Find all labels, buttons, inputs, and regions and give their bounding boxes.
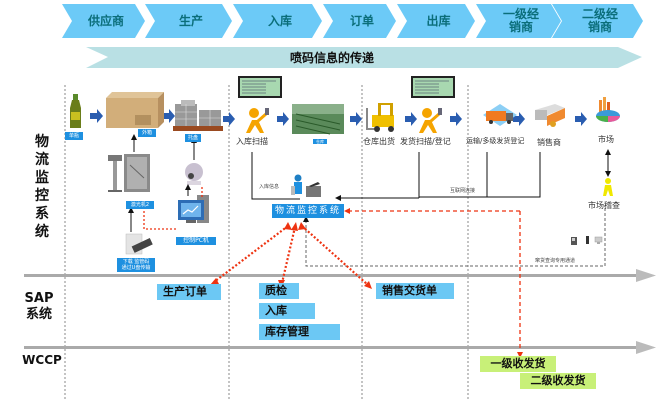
pc-link-line [143, 185, 203, 230]
lane-dividers [24, 269, 656, 354]
banner-title: 喷码信息的传递 [289, 51, 374, 65]
scanner-person-icon [419, 108, 442, 133]
chevron-level2 [552, 4, 643, 38]
bottle-icon [70, 94, 81, 128]
lane-label-logistics: 物 流 监 控 系 统 [35, 134, 49, 240]
handheld-screen-icon [411, 76, 455, 98]
sap-link-arrows [210, 222, 372, 289]
caption-transport-register: 运输/多级发货登记 [466, 137, 525, 145]
wccp-level2-shipping[interactable]: 二级收发货 [520, 373, 596, 389]
stage-outbound-label: 出库 [426, 13, 451, 28]
distributor-icon [535, 104, 565, 127]
process-chevrons [62, 4, 643, 38]
lane-label-sap: SAP 系统 [24, 291, 54, 322]
handheld-screen-icon [238, 76, 282, 98]
truck-icon [483, 104, 517, 126]
tag-control-pc: 控制PC机 [176, 237, 216, 245]
stage-production-label: 生产 [178, 13, 203, 28]
banner-shape [86, 47, 642, 68]
stage-supplier-label: 供应商 [87, 13, 124, 28]
wccp-link-line [346, 210, 521, 350]
query-devices-icon [571, 236, 603, 245]
data-connectors [128, 134, 611, 232]
sap-sales-delivery[interactable]: 销售交货单 [376, 283, 454, 299]
caption-inbound-info: 入库信息 [259, 184, 280, 190]
lane-label-wccp: WCCP [22, 353, 62, 367]
sap-inventory[interactable]: 库存管理 [259, 324, 340, 340]
market-chart-icon [596, 97, 620, 122]
stage-level2-distributor-label: 二级经 销商 [581, 7, 618, 34]
monitor-system-box[interactable]: 物流监控系统 [272, 204, 344, 218]
pallet-icon [173, 100, 223, 131]
sap-inbound[interactable]: 入库 [259, 303, 315, 319]
caption-shipping-scan: 发货扫描/登记 [400, 137, 451, 146]
scanner-person-icon [246, 108, 269, 133]
control-pc-icon [178, 195, 209, 223]
inspector-icon [603, 178, 613, 196]
chevron-supplier [62, 4, 145, 38]
caption-inbound-scan: 入库扫描 [236, 137, 268, 146]
query-channel-line [305, 205, 606, 267]
operator-desk-icon [291, 174, 321, 197]
chevron-order [323, 4, 396, 38]
tag-warehouse: 仓库 [313, 139, 327, 144]
caption-warehouse-outbound: 仓库出货 [363, 137, 395, 146]
sap-production-order[interactable]: 生产订单 [157, 284, 221, 300]
tag-pallet: 托盘 [185, 134, 201, 142]
usb-drive-icon [125, 233, 153, 255]
chevron-inbound [233, 4, 322, 38]
stage-order-label: 订单 [349, 13, 374, 28]
caption-market-inspection: 市场稽查 [588, 201, 620, 210]
tag-outer-box: 外箱 [138, 129, 156, 137]
stage-level1-distributor-label: 一级经 销商 [502, 7, 539, 34]
tag-download-usb: 下载 监管码 通过U盘传输 [117, 258, 155, 272]
carton-icon [106, 92, 164, 128]
caption-internet-link: 互联网连接 [450, 188, 476, 194]
caption-market: 市场 [598, 135, 614, 144]
stage-inbound-label: 入库 [267, 13, 292, 28]
tag-laser-machine: 激光机2 [126, 201, 154, 209]
wccp-level1-shipping[interactable]: 一级收发货 [480, 356, 556, 372]
tag-single-bottle: 单瓶 [65, 132, 83, 140]
chevron-production [145, 4, 232, 38]
laser-coder-icon [108, 154, 150, 192]
flow-arrows [90, 109, 587, 126]
caption-distributor: 销售商 [537, 138, 561, 147]
sap-link-lines [213, 225, 369, 286]
forklift-icon [366, 103, 394, 132]
warehouse-photo [292, 104, 344, 135]
stage-separators [64, 85, 469, 401]
chevron-level1 [476, 4, 561, 38]
sap-quality-check[interactable]: 质检 [259, 283, 299, 299]
chevron-outbound [397, 4, 475, 38]
camera-icon [185, 163, 203, 185]
caption-query-channel: 窜货查询专用通道 [535, 258, 576, 264]
